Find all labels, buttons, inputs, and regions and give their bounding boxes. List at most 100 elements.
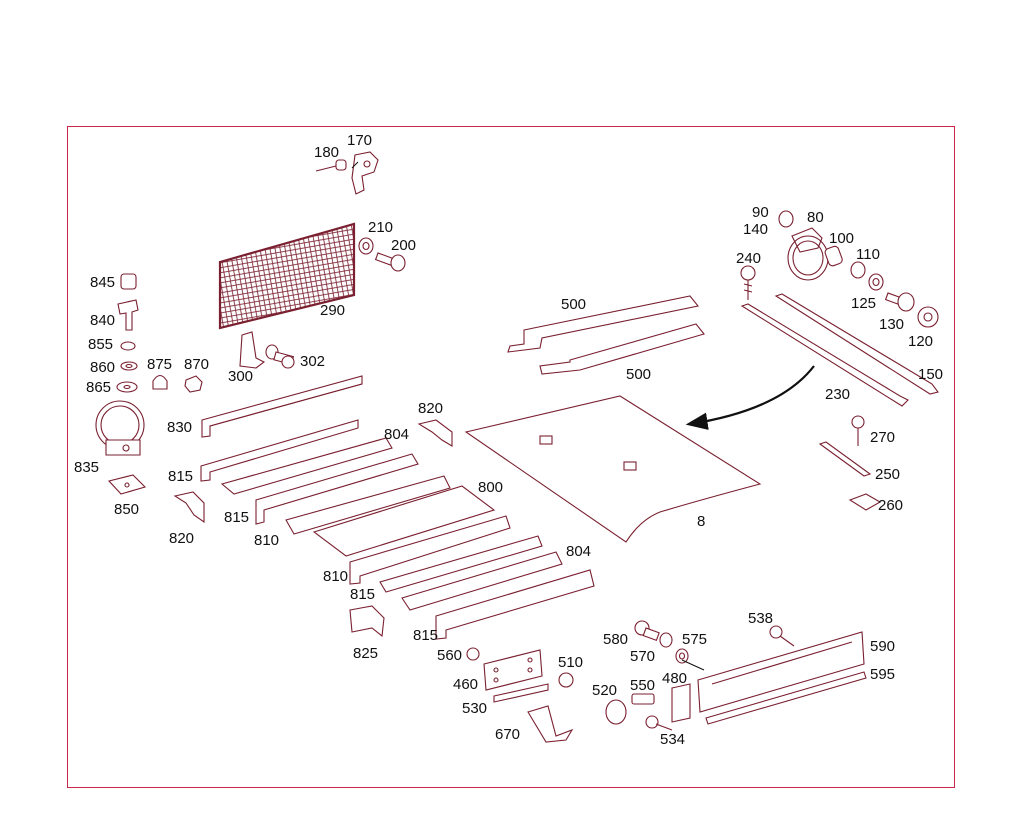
callout-820-upper: 820 — [418, 400, 443, 417]
callout-530: 530 — [462, 700, 487, 717]
callout-200: 200 — [391, 237, 416, 254]
plug-part-520 — [605, 699, 627, 725]
bolt-part-200 — [374, 252, 406, 272]
washer-part-210 — [358, 237, 374, 255]
rail-part-810-b — [349, 515, 511, 585]
rail-part-590 — [697, 631, 865, 713]
rail-part-815-c — [379, 535, 543, 593]
callout-240: 240 — [736, 250, 761, 267]
callout-80: 80 — [807, 209, 824, 226]
washer-part-575 — [675, 648, 689, 664]
leader-lines — [351, 161, 705, 671]
nut-part-560 — [466, 647, 480, 661]
callout-260: 260 — [878, 497, 903, 514]
callout-550: 550 — [630, 677, 655, 694]
plate-part-480 — [671, 683, 691, 723]
callout-815-b: 815 — [224, 509, 249, 526]
callout-270: 270 — [870, 429, 895, 446]
callout-290: 290 — [320, 302, 345, 319]
screw-part-534 — [645, 715, 673, 731]
spacer-part-100 — [824, 245, 843, 267]
bushing-part-90-140 — [778, 210, 794, 228]
callout-810-b: 810 — [323, 568, 348, 585]
nut-part-120 — [917, 306, 939, 328]
washer-part-570 — [659, 632, 673, 648]
callout-520: 520 — [592, 682, 617, 699]
callout-90: 90 — [752, 204, 769, 221]
callout-835: 835 — [74, 459, 99, 476]
callout-595: 595 — [870, 666, 895, 683]
rail-part-830 — [201, 375, 363, 438]
plate-part-850 — [107, 474, 147, 495]
callout-804-upper: 804 — [384, 426, 409, 443]
callout-500-lower: 500 — [626, 366, 651, 383]
rail-part-810-a — [285, 475, 451, 535]
nut-part-870 — [184, 375, 203, 393]
tie-down-ring-part-80 — [787, 227, 829, 281]
callout-825: 825 — [353, 645, 378, 662]
tie-down-ring-part-835 — [95, 400, 145, 456]
callout-210: 210 — [368, 219, 393, 236]
pin-part-180 — [315, 159, 347, 172]
callout-580: 580 — [603, 631, 628, 648]
callout-575: 575 — [682, 631, 707, 648]
bracket-part-300 — [239, 331, 266, 369]
callout-855: 855 — [88, 336, 113, 353]
rail-part-150 — [774, 293, 939, 395]
plate-part-460 — [483, 649, 543, 691]
callout-560: 560 — [437, 647, 462, 664]
callout-860: 860 — [90, 359, 115, 376]
strip-part-500-a — [507, 295, 699, 353]
callout-870: 870 — [184, 356, 209, 373]
callout-130: 130 — [879, 316, 904, 333]
callout-534: 534 — [660, 731, 685, 748]
callout-125: 125 — [851, 295, 876, 312]
bracket-part-670 — [527, 705, 574, 743]
callout-230: 230 — [825, 386, 850, 403]
callout-538: 538 — [748, 610, 773, 627]
cap-part-845 — [120, 273, 137, 290]
rail-part-815-d — [435, 569, 595, 640]
rail-part-230 — [740, 303, 909, 407]
strip-part-500-b — [539, 323, 705, 375]
callout-840: 840 — [90, 312, 115, 329]
callout-300: 300 — [228, 368, 253, 385]
washer-part-855 — [120, 341, 136, 351]
screw-part-510 — [558, 672, 574, 688]
bracket-part-820-upper — [417, 419, 453, 447]
bolt-part-580 — [634, 620, 660, 642]
callout-815-d: 815 — [413, 627, 438, 644]
strip-part-595 — [705, 671, 867, 725]
callout-804-lower: 804 — [566, 543, 591, 560]
direction-arrow — [685, 365, 815, 430]
washer-part-110 — [850, 261, 866, 279]
callout-8: 8 — [697, 513, 705, 530]
rail-part-815-a — [200, 419, 359, 482]
callout-875: 875 — [147, 356, 172, 373]
callout-820-lower: 820 — [169, 530, 194, 547]
rail-part-800 — [312, 485, 496, 557]
callout-670: 670 — [495, 726, 520, 743]
callout-815-c: 815 — [350, 586, 375, 603]
rail-part-804-a — [220, 437, 393, 495]
callout-845: 845 — [90, 274, 115, 291]
callout-110: 110 — [856, 246, 880, 263]
callout-labels: 170 180 210 200 290 90 140 80 100 110 24… — [74, 132, 943, 748]
callout-120: 120 — [908, 333, 933, 350]
callout-150: 150 — [918, 366, 943, 383]
washer-part-860 — [120, 361, 138, 371]
callout-850: 850 — [114, 501, 139, 518]
callout-500-upper: 500 — [561, 296, 586, 313]
callout-302: 302 — [300, 353, 325, 370]
bolt-part-302 — [265, 344, 295, 369]
diagram-frame — [67, 126, 955, 788]
washer-part-865 — [116, 381, 138, 393]
cargo-net-part-290 — [218, 222, 356, 330]
rail-part-804-b — [401, 551, 563, 611]
strip-part-530 — [493, 683, 549, 703]
callout-170: 170 — [347, 132, 372, 149]
screw-part-270 — [851, 415, 865, 446]
strip-part-250 — [818, 441, 872, 477]
screw-part-240 — [740, 265, 756, 300]
